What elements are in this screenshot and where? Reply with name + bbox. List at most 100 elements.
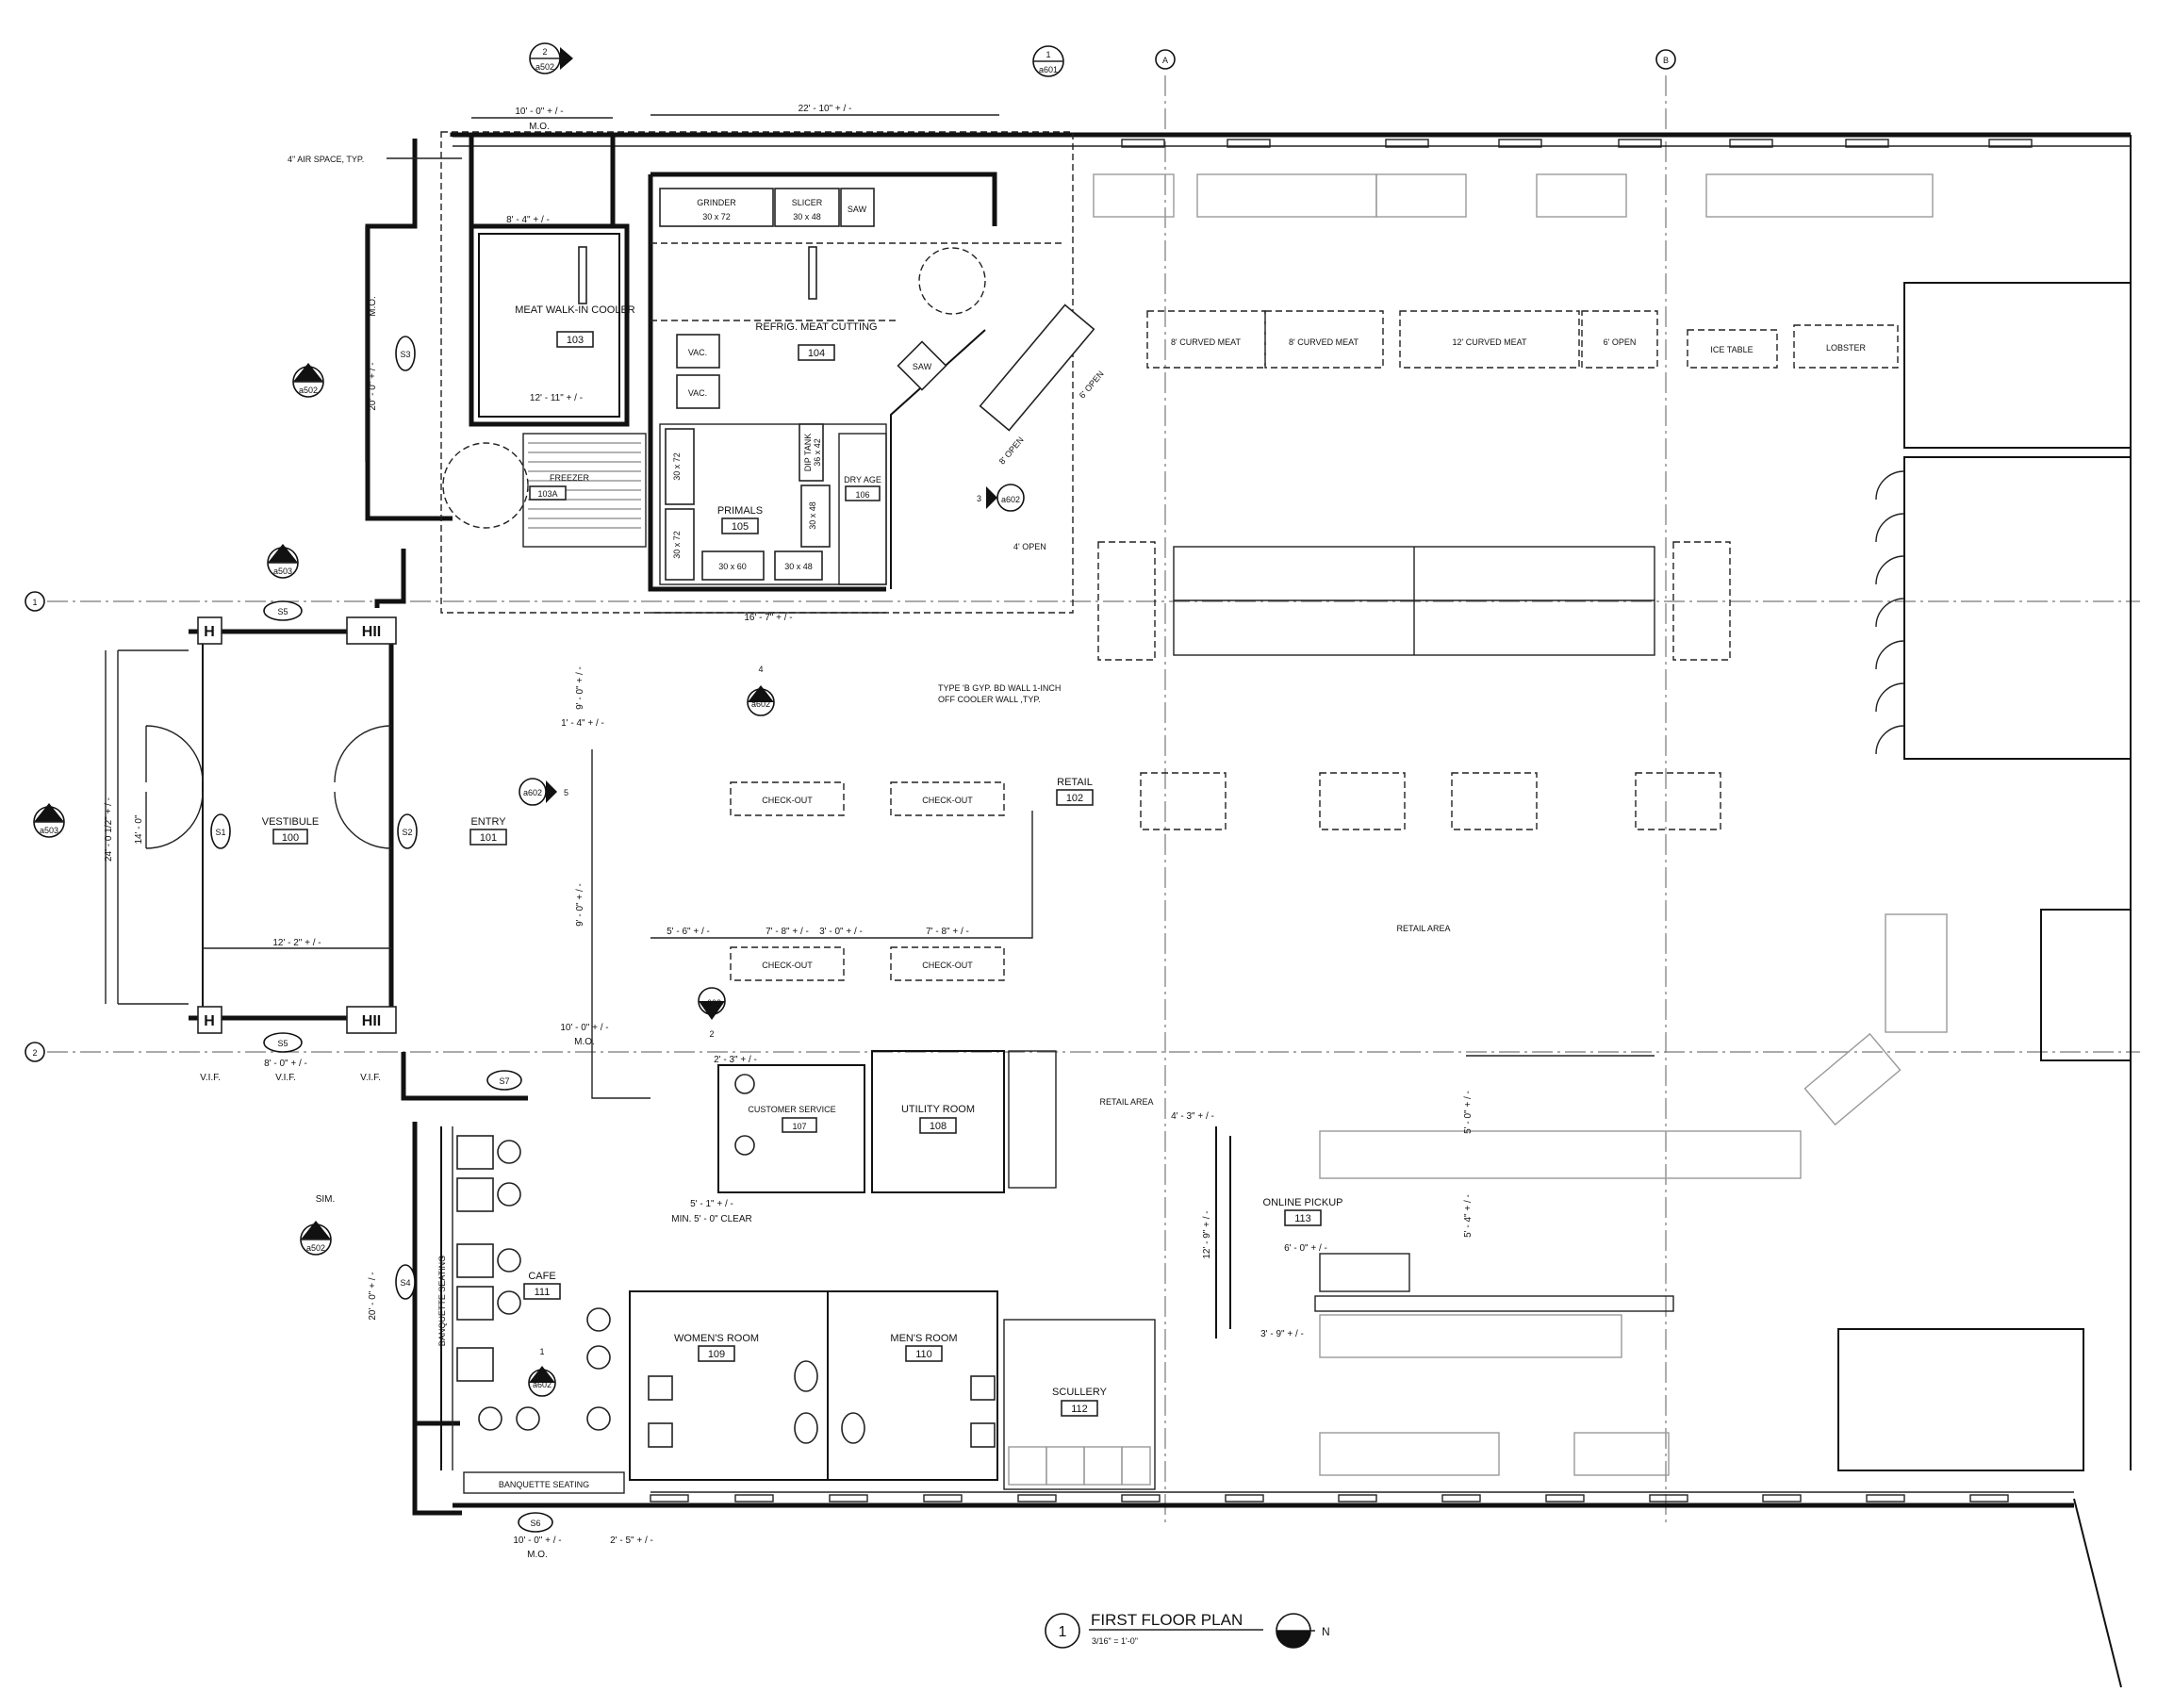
label-table-4: 30 x 48 — [784, 562, 813, 571]
grid-label-1: 1 — [32, 598, 37, 607]
label-case-2: 8' CURVED MEAT — [1289, 337, 1358, 347]
label-checkout-2: CHECK-OUT — [922, 796, 973, 805]
room-name-utility: UTILITY ROOM — [901, 1104, 975, 1115]
note-sim: SIM. — [316, 1194, 336, 1205]
dim-top-left: 10' - 0" + / - — [515, 107, 563, 117]
dim-cooler-top: 8' - 4" + / - — [506, 215, 550, 225]
room-number-110: 110 — [915, 1349, 932, 1360]
room-name-online-pickup: ONLINE PICKUP — [1263, 1197, 1343, 1208]
dim-checkout-b: 7' - 8" + / - — [926, 927, 969, 937]
dim-pickup-top: 4' - 3" + / - — [1171, 1111, 1214, 1122]
note-min-clear: MIN. 5' - 0" CLEAR — [671, 1214, 751, 1224]
grid-label-a: A — [1162, 56, 1168, 65]
room-name-freezer: FREEZER — [550, 473, 590, 483]
centre-gondolas — [1097, 541, 1731, 830]
drawing-title-block: 1 FIRST FLOOR PLAN 3/16" = 1'-0" N — [1045, 1611, 1330, 1649]
room-name-retail: RETAIL — [1057, 777, 1093, 788]
door-tag-s3: S3 — [400, 350, 410, 359]
room-number-103: 103 — [567, 335, 584, 346]
svg-text:H: H — [204, 624, 215, 640]
label-case-3: 12' CURVED MEAT — [1453, 337, 1527, 347]
door-tags-misc: S3 S7 — [395, 336, 522, 1091]
dim-checkout-gap: 3' - 0" + / - — [819, 927, 863, 937]
ref-sheet-0: a502 — [535, 62, 554, 72]
dim-primals-width: 16' - 7" + / - — [744, 613, 792, 623]
primals-dry-age: 30 x 72 30 x 72 30 x 60 30 x 48 DIP TANK… — [650, 423, 887, 623]
note-gyp-wall-2: OFF COOLER WALL ,TYP. — [938, 695, 1041, 704]
room-number-103a: 103A — [537, 489, 557, 499]
ref-num-6: 5 — [564, 788, 568, 797]
room-number-106: 106 — [855, 490, 869, 500]
grid-lines: A B 1 2 — [25, 49, 2140, 1527]
grid-label-b: B — [1663, 56, 1669, 65]
note-mo-left: M.O. — [368, 296, 378, 317]
angled-open-cases: 8' OPEN 6' OPEN 4' OPEN — [979, 304, 1106, 551]
room-name-womens: WOMEN'S ROOM — [674, 1333, 759, 1344]
ref-sheet-10: a502 — [306, 1243, 325, 1253]
dim-vestibule-height: 24' - 0 1/2" + / - — [104, 797, 114, 862]
note-gyp-wall: TYPE 'B GYP. BD WALL 1-INCH — [938, 683, 1061, 693]
ref-sheet-4: a503 — [40, 826, 58, 835]
grid-bubble-b: B — [1655, 49, 1676, 70]
label-table-2: 30 x 72 — [672, 531, 682, 559]
room-number-101: 101 — [480, 832, 497, 844]
label-table-3: 30 x 60 — [718, 562, 747, 571]
label-slicer-size: 30 x 48 — [793, 212, 821, 222]
refrig-zone-boundary — [440, 131, 1074, 614]
label-vac-2: VAC. — [688, 388, 707, 398]
ref-sheet-8: a602 — [533, 1380, 552, 1389]
label-grinder-size: 30 x 72 — [702, 212, 731, 222]
room-name-primals: PRIMALS — [717, 505, 763, 517]
note-air-space: 4" AIR SPACE, TYP. — [288, 155, 364, 164]
label-banquette-vertical: BANQUETTE SEATING — [437, 1256, 447, 1346]
room-number-104: 104 — [808, 348, 825, 359]
dim-cafe-height: 20' - 0" + / - — [368, 1272, 378, 1320]
note-retail-area-2: RETAIL AREA — [1099, 1097, 1153, 1107]
dim-right-a: 5' - 0" + / - — [1463, 1091, 1474, 1134]
exterior-walls — [365, 132, 2132, 1688]
dim-left-cooler: 20' - 0" + / - — [368, 362, 378, 410]
dim-cafe-bottom: 10' - 0" + / - — [513, 1536, 561, 1546]
dimensions: 10' - 0" + / - M.O. 22' - 10" + / - 20' … — [200, 104, 999, 1083]
note-vif-2: V.I.F. — [200, 1073, 221, 1083]
ref-sheet-7: a602 — [702, 998, 721, 1008]
label-saw-2: SAW — [913, 362, 932, 371]
drawing-title: FIRST FLOOR PLAN — [1091, 1611, 1243, 1629]
grid-bubble-2: 2 — [25, 1042, 45, 1062]
room-number-108: 108 — [930, 1121, 947, 1132]
room-name-cafe: CAFE — [528, 1271, 555, 1282]
checkout-counters: CHECK-OUT CHECK-OUT CHECK-OUT CHECK-OUT … — [591, 749, 1033, 1099]
ref-num-0: 2 — [542, 47, 547, 57]
north-arrow: N — [1276, 1613, 1330, 1649]
dim-entry-a: 9' - 0" + / - — [575, 666, 585, 710]
label-case-5: ICE TABLE — [1710, 345, 1753, 354]
door-tag-s2: S2 — [402, 828, 412, 837]
dim-checkout-left: 5' - 6" + / - — [667, 927, 710, 937]
label-case-1: 8' CURVED MEAT — [1171, 337, 1241, 347]
ref-num-5: 4 — [758, 665, 763, 674]
dim-cs-width: 2' - 3" + / - — [714, 1055, 757, 1065]
room-number-111: 111 — [535, 1287, 551, 1298]
label-dip-size: 36 x 42 — [813, 438, 822, 467]
dim-vestibule-inner: 14' - 0" — [134, 814, 144, 844]
svg-text:HII: HII — [362, 624, 381, 640]
room-number-100: 100 — [282, 832, 299, 844]
section-ref-3-a602: 3 a602 — [977, 484, 1025, 512]
dim-top-mid: 22' - 10" + / - — [799, 104, 852, 114]
section-ref-1-a503: 1 a503 — [33, 803, 65, 838]
door-tag-s5-top: S5 — [277, 607, 288, 616]
label-saw: SAW — [848, 205, 867, 214]
grid-label-2: 2 — [32, 1048, 37, 1058]
room-name-vestibule: VESTIBULE — [262, 816, 320, 828]
note-mo-bottom: M.O. — [527, 1550, 548, 1560]
section-ref-1-a502-upper: 1 a502 — [292, 363, 324, 398]
door-tag-s7: S7 — [499, 1076, 509, 1086]
label-slicer: SLICER — [792, 198, 823, 207]
dim-right-b: 5' - 4" + / - — [1463, 1194, 1474, 1238]
label-case-6: LOBSTER — [1826, 343, 1867, 353]
label-checkout-4: CHECK-OUT — [922, 961, 973, 970]
ref-num-4: 1 — [46, 811, 51, 820]
dim-entry-bottom: 10' - 0" + / - — [560, 1023, 608, 1033]
section-ref-5-a602: 5 a602 — [519, 778, 568, 806]
section-ref-1-a601: 1 a601 — [1032, 45, 1064, 77]
